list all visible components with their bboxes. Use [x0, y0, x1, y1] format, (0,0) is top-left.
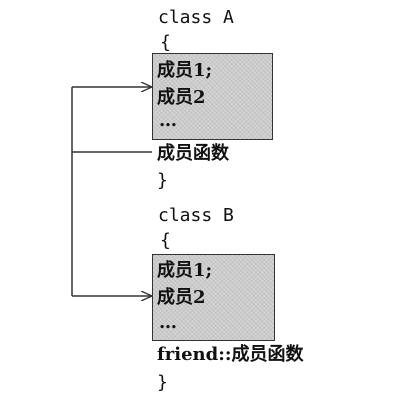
class-a-members-box	[152, 53, 273, 140]
class-b-friend-declaration: friend::成员函数	[157, 344, 304, 365]
class-b-members-box	[152, 254, 275, 341]
class-b-close-brace: }	[157, 372, 168, 393]
class-a-close-brace: }	[157, 170, 168, 191]
class-b-member-1: 成员1;	[157, 260, 213, 281]
class-a-member-function: 成员函数	[157, 143, 229, 164]
class-b-member-2: 成员2	[157, 287, 206, 308]
class-b-header: class B	[158, 205, 234, 226]
class-a-member-2: 成员2	[157, 87, 206, 108]
class-b-open-brace: {	[160, 230, 171, 251]
class-a-header: class A	[158, 7, 234, 28]
class-a-open-brace: {	[160, 32, 171, 53]
class-a-member-1: 成员1;	[157, 60, 213, 81]
class-a-ellipsis: …	[159, 110, 177, 131]
class-b-ellipsis: …	[159, 312, 177, 333]
